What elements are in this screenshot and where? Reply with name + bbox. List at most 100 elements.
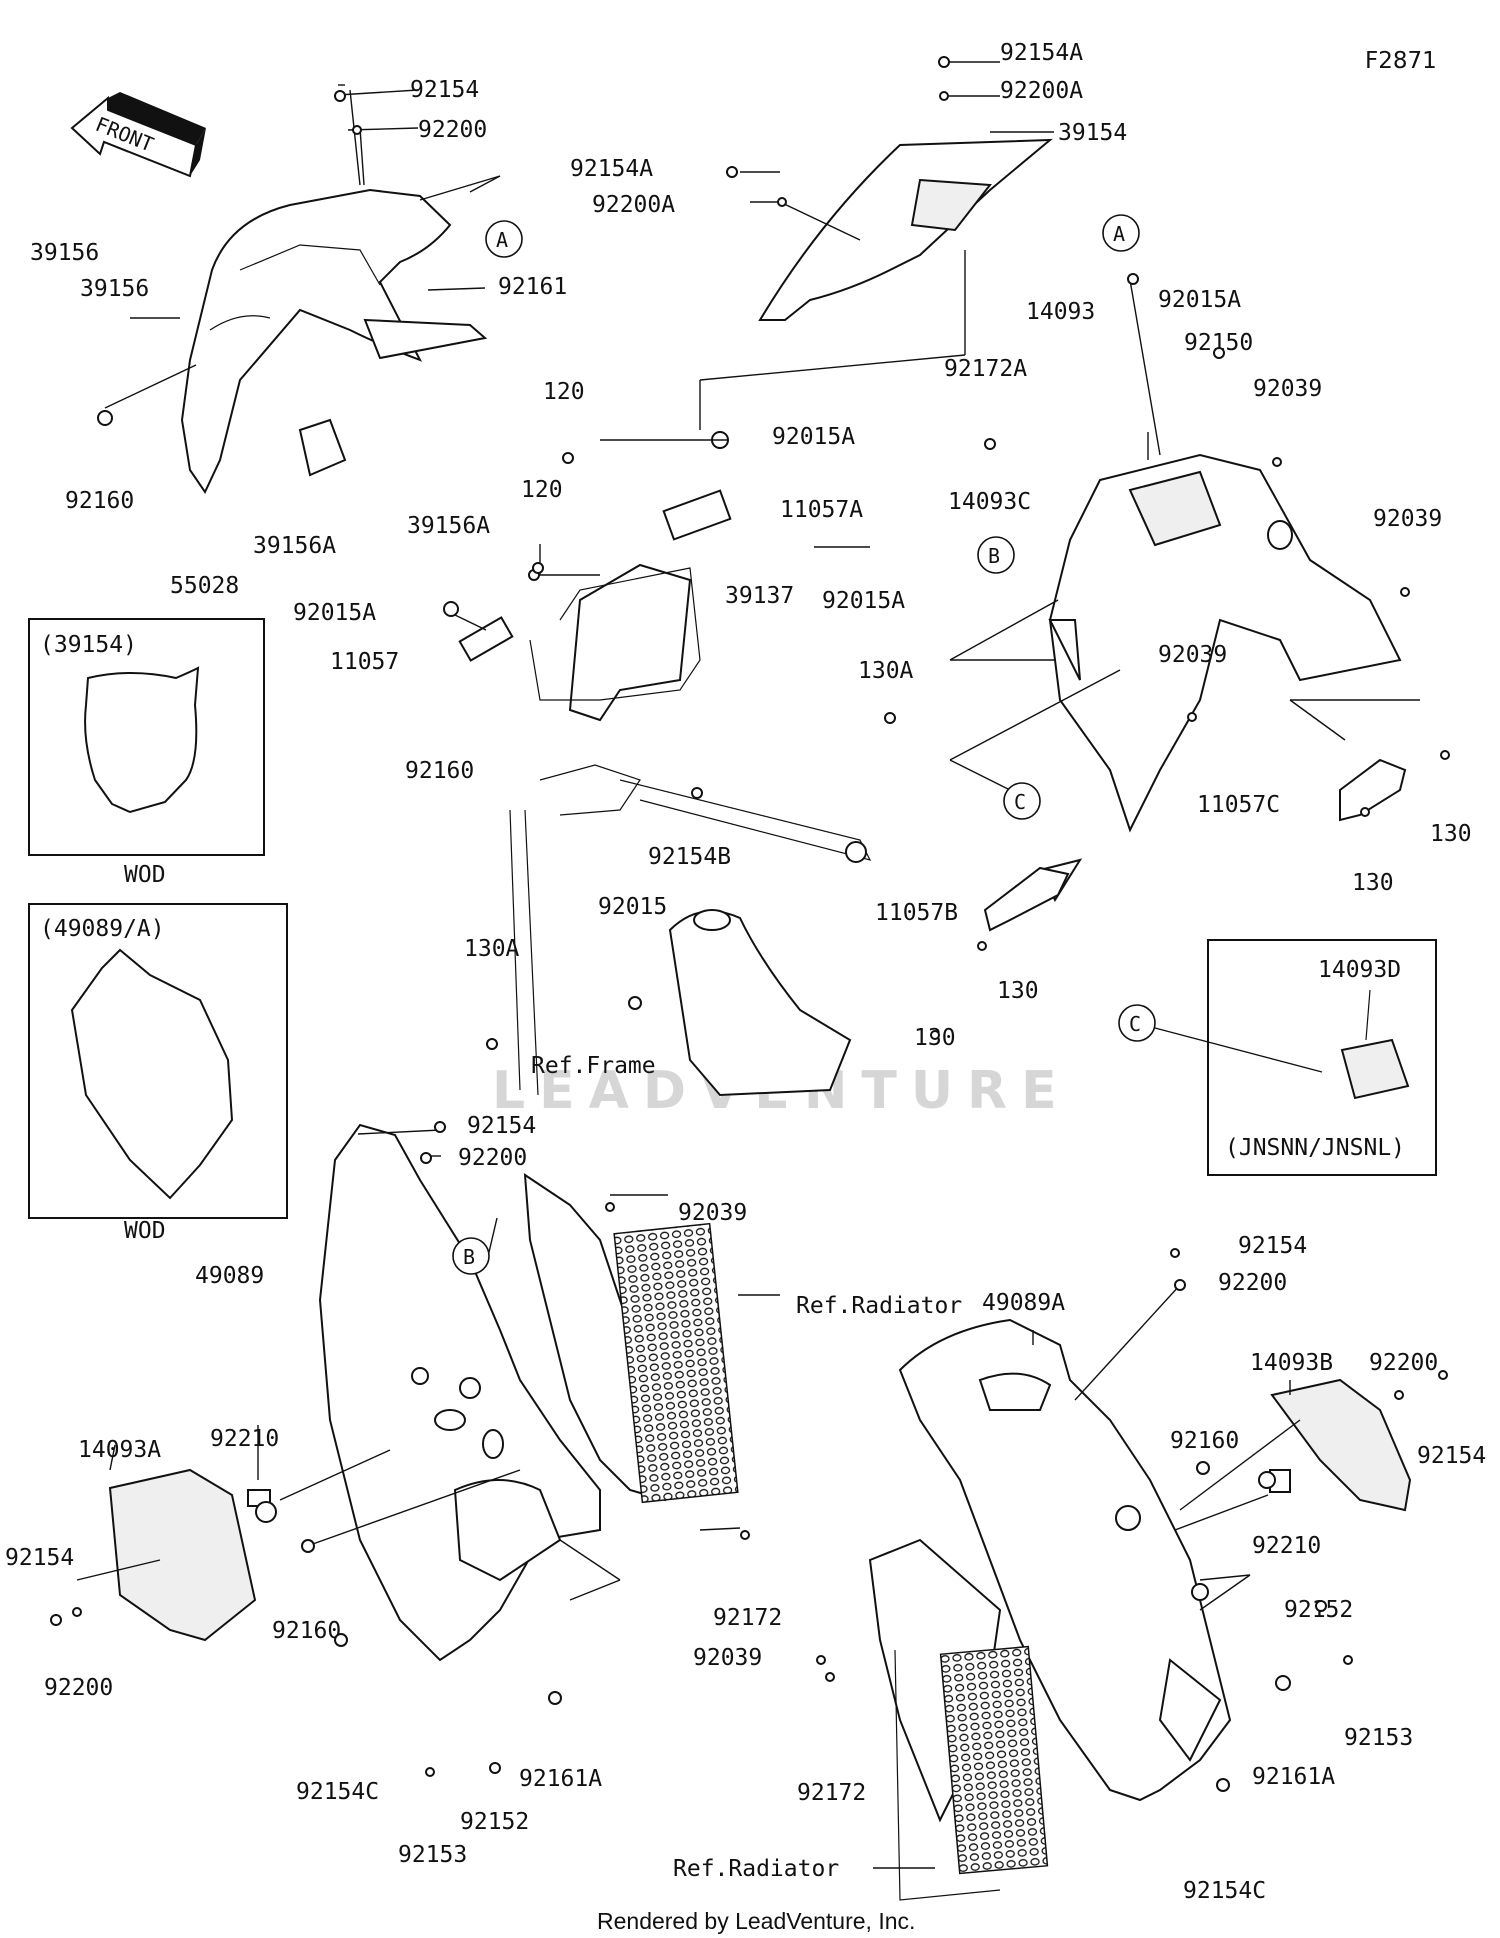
cover-14093b [1270,1378,1412,1512]
part-label[interactable]: 130 [1352,870,1394,896]
part-label[interactable]: 92161A [519,1766,602,1792]
part-label[interactable]: 92154C [1183,1878,1266,1904]
part-label[interactable]: 49089 [195,1263,264,1289]
side-cowl-left [318,1123,601,1662]
part-label[interactable]: 92039 [1253,376,1322,402]
part-label[interactable]: 92153 [398,1842,467,1868]
part-label[interactable]: 92160 [65,488,134,514]
part-label[interactable]: 92153 [1344,1725,1413,1751]
part-label[interactable]: 92039 [1373,506,1442,532]
part-label[interactable]: 92200A [1000,78,1083,104]
part-label[interactable]: 92015A [822,588,905,614]
part-number-labels: 92154 92200 39156 39156 92161 92160 3915… [5,40,1486,1904]
ref-marker-b: B [463,1245,475,1269]
inset-cowl-box [28,903,288,1219]
part-label[interactable]: 92160 [272,1618,341,1644]
part-label[interactable]: 39156 [80,276,149,302]
part-label[interactable]: 92172 [713,1605,782,1631]
part-label[interactable]: 92200 [44,1675,113,1701]
part-label[interactable]: 92161 [498,274,567,300]
windshield-part [758,138,1053,321]
part-label[interactable]: 49089A [982,1290,1065,1316]
ref-marker-a: A [496,228,508,252]
part-label[interactable]: 130A [858,658,914,684]
part-label[interactable]: 92015A [1158,287,1241,313]
radiator-right [868,1538,1049,1901]
part-label[interactable]: 39156 [30,240,99,266]
inset-cover-box [1207,939,1437,1176]
inset-cowl-code: (49089/A) [40,916,165,942]
part-label[interactable]: 130 [997,978,1039,1004]
part-label[interactable]: 92172 [797,1780,866,1806]
part-label[interactable]: 130A [464,936,520,962]
inset-cowl-note: WOD [124,1218,166,1244]
part-label[interactable]: 14093C [948,489,1031,515]
part-label[interactable]: 92039 [1158,642,1227,668]
part-label[interactable]: 92200 [1218,1270,1287,1296]
part-label[interactable]: 39137 [725,583,794,609]
part-label[interactable]: 92160 [405,758,474,784]
part-label[interactable]: 14093 [1026,299,1095,325]
part-label[interactable]: 92015A [293,600,376,626]
part-label[interactable]: 92200 [458,1145,527,1171]
part-label[interactable]: 39156A [407,513,490,539]
part-label[interactable]: 92015 [598,894,667,920]
part-label[interactable]: 92210 [1252,1533,1321,1559]
part-label[interactable]: 120 [543,379,585,405]
inset-cover-code: 14093D [1318,957,1401,983]
part-label[interactable]: 92154 [1238,1233,1307,1259]
part-label[interactable]: Ref.Radiator [796,1293,962,1319]
part-label[interactable]: 39154 [1058,120,1127,146]
part-label[interactable]: 92210 [210,1426,279,1452]
part-label[interactable]: 92154 [1417,1443,1486,1469]
part-label[interactable]: 39156A [253,533,336,559]
part-label[interactable]: 11057 [330,649,399,675]
part-label[interactable]: 92154A [570,156,653,182]
hardware-fasteners [50,56,1450,1792]
part-label[interactable]: 92200 [1369,1350,1438,1376]
part-label[interactable]: 92154 [5,1545,74,1571]
cover-14093a [108,1468,257,1642]
inset-windshield-note: WOD [124,862,166,888]
radiator-left [523,1173,739,1504]
inset-windshield-code: (39154) [40,632,137,658]
inner-cowl-right [1038,453,1402,903]
part-label[interactable]: Ref.Frame [531,1053,656,1079]
part-label[interactable]: 130 [1430,821,1472,847]
part-label[interactable]: 55028 [170,573,239,599]
part-label[interactable]: 11057B [875,900,958,926]
part-label[interactable]: 92154B [648,844,731,870]
part-label[interactable]: 11057A [780,497,863,523]
ref-frame-part [668,910,852,1097]
part-label[interactable]: 92200 [418,117,487,143]
front-arrow-icon: FRONT [70,92,206,178]
diagram-code: F2871 [1365,48,1437,74]
part-label[interactable]: 92154A [1000,40,1083,66]
ref-marker-b: B [988,544,1000,568]
part-label[interactable]: 92161A [1252,1764,1335,1790]
part-label[interactable]: 120 [521,477,563,503]
part-label[interactable]: 92160 [1170,1428,1239,1454]
part-label[interactable]: 92015A [772,424,855,450]
cover-14093d-icon [1340,1038,1410,1100]
part-label[interactable]: 11057C [1197,792,1280,818]
inset-windshield-box [28,618,265,856]
part-label[interactable]: 92039 [693,1645,762,1671]
part-label[interactable]: 92154C [296,1779,379,1805]
part-label[interactable]: 92172A [944,356,1027,382]
part-label[interactable]: 14093A [78,1437,161,1463]
ref-marker-a: A [1113,222,1125,246]
ref-marker-c: C [1129,1012,1141,1036]
part-label[interactable]: 14093B [1250,1350,1333,1376]
cowl-wod-icon [70,948,234,1200]
part-label[interactable]: 92154 [410,77,479,103]
part-label[interactable]: Ref.Radiator [673,1856,839,1882]
footer-credit: Rendered by LeadVenture, Inc. [597,1908,915,1934]
part-label[interactable]: 92152 [460,1809,529,1835]
upper-cowl-assembly [97,84,501,495]
part-label[interactable]: 92039 [678,1200,747,1226]
part-label[interactable]: 92154 [467,1113,536,1139]
bracket-11057c [1339,758,1407,822]
part-label[interactable]: 92200A [592,192,675,218]
